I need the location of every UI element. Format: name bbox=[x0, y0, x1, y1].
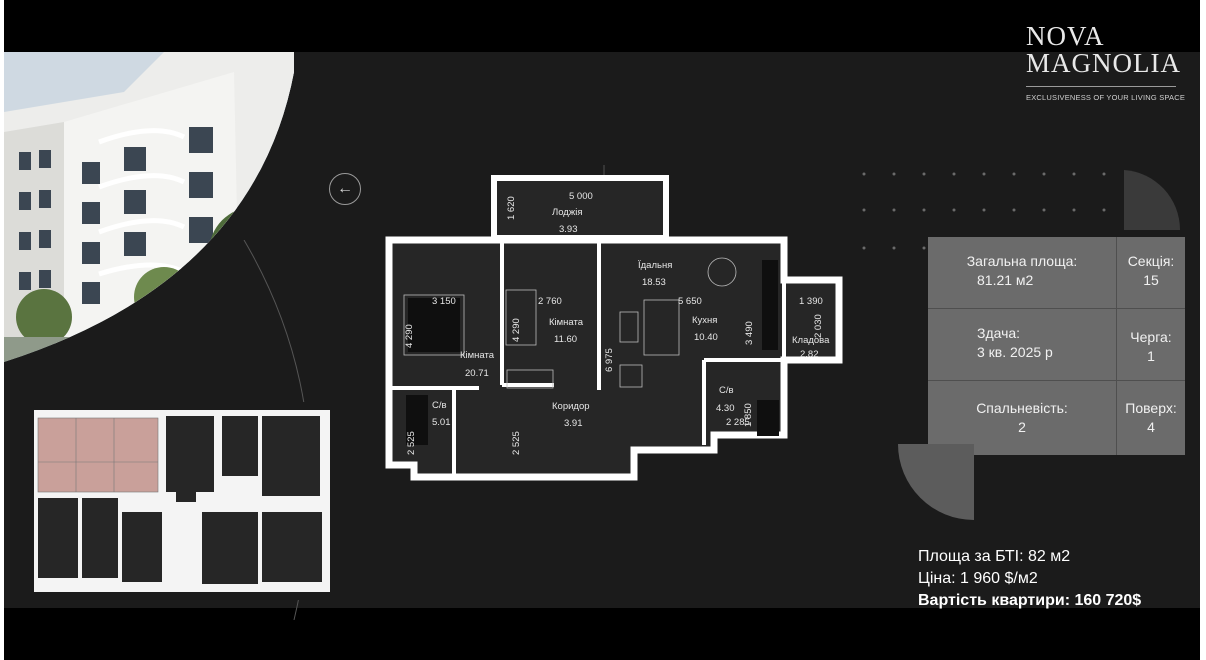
info-divider bbox=[1116, 237, 1117, 455]
presentation-slide: NOVA MAGNOLIA EXCLUSIVENESS OF YOUR LIVI… bbox=[4, 0, 1200, 660]
bedrooms-value: 2 bbox=[1018, 419, 1026, 435]
apartment-info-panel: Загальна площа: 81.21 м2 Секція: 15 Здач… bbox=[928, 237, 1185, 455]
bedrooms-cell: Спальневість: 2 bbox=[928, 399, 1116, 437]
section-cell: Секція: 15 bbox=[1117, 252, 1185, 290]
room-dining-area: 18.53 bbox=[642, 277, 666, 288]
dim-hall-height: 6 975 bbox=[604, 348, 615, 372]
queue-label: Черга: bbox=[1130, 329, 1172, 345]
room-loggia-area: 3.93 bbox=[559, 224, 578, 235]
room-pantry-area: 2.82 bbox=[800, 349, 819, 360]
room-bedroom1-area: 20.71 bbox=[465, 368, 489, 379]
dim-room2-height: 4 290 bbox=[511, 318, 522, 342]
floor-label: Поверх: bbox=[1125, 400, 1177, 416]
building-photo bbox=[4, 52, 294, 362]
room-loggia-name: Лоджія bbox=[552, 207, 582, 218]
room-bath2-area: 4.30 bbox=[716, 403, 735, 414]
bedrooms-label: Спальневість: bbox=[976, 400, 1068, 416]
bti-area-text: Площа за БТІ: 82 м2 bbox=[918, 548, 1071, 565]
dim-pantry-height: 2 030 bbox=[813, 314, 824, 338]
info-divider bbox=[928, 308, 1185, 309]
brand-logo: NOVA MAGNOLIA EXCLUSIVENESS OF YOUR LIVI… bbox=[1026, 22, 1186, 102]
back-button[interactable]: ← bbox=[329, 173, 361, 205]
top-letterbox bbox=[4, 0, 1200, 52]
room-pantry-name: Кладова bbox=[792, 335, 830, 346]
floor-cell: Поверх: 4 bbox=[1117, 399, 1185, 437]
queue-cell: Черга: 1 bbox=[1117, 328, 1185, 366]
room-corridor-area: 3.91 bbox=[564, 418, 583, 429]
room-bedroom1-name: Кімната bbox=[460, 350, 495, 361]
room-bedroom2-area: 11.60 bbox=[554, 334, 577, 345]
handover-value: 3 кв. 2025 р bbox=[977, 344, 1053, 360]
dim-room2-width: 2 760 bbox=[538, 296, 562, 307]
dim-bath2-width: 2 285 bbox=[726, 417, 750, 428]
handover-label: Здача: bbox=[977, 325, 1021, 341]
room-dining-name: Їдальня bbox=[638, 260, 672, 271]
dim-corridor-height: 2 525 bbox=[511, 431, 522, 455]
dim-pantry-width: 1 390 bbox=[799, 296, 823, 307]
total-area-label: Загальна площа: bbox=[966, 253, 1078, 269]
price-summary: Площа за БТІ: 82 м2 Ціна: 1 960 $/м2 Вар… bbox=[918, 546, 1141, 612]
room-kitchen-area: 10.40 bbox=[694, 332, 718, 343]
brand-name-line2: MAGNOLIA bbox=[1026, 48, 1181, 78]
dim-bath2-height: 1 850 bbox=[743, 403, 754, 427]
dim-loggia-height: 1 620 bbox=[506, 196, 517, 220]
room-corridor-name: Коридор bbox=[552, 401, 590, 412]
brand-tagline: EXCLUSIVENESS OF YOUR LIVING SPACE bbox=[1026, 93, 1186, 102]
floor-key-plan bbox=[26, 402, 330, 600]
floor-value: 4 bbox=[1147, 419, 1155, 435]
dim-bath1-height: 2 525 bbox=[406, 431, 417, 455]
room-bath1-name: С/в bbox=[432, 400, 447, 411]
total-cost-text: Вартість квартири: 160 720$ bbox=[918, 592, 1142, 609]
arrow-left-icon: ← bbox=[337, 180, 353, 197]
dim-dining-width: 5 650 bbox=[678, 296, 702, 307]
room-kitchen-name: Кухня bbox=[692, 315, 717, 326]
total-area-cell: Загальна площа: 81.21 м2 bbox=[928, 252, 1116, 290]
dim-loggia-width: 5 000 bbox=[569, 191, 593, 202]
dot-grid-decoration bbox=[862, 170, 1180, 250]
bottom-letterbox bbox=[4, 608, 1200, 660]
apartment-floor-plan: 5 000 1 620 Лоджія 3.93 3 150 4 290 Кімн… bbox=[385, 165, 843, 481]
section-value: 15 bbox=[1143, 272, 1159, 288]
dim-room1-width: 3 150 bbox=[432, 296, 456, 307]
room-bath1-area: 5.01 bbox=[432, 417, 451, 428]
section-label: Секція: bbox=[1127, 253, 1175, 269]
total-area-value: 81.21 м2 bbox=[977, 272, 1034, 288]
brand-name-line1: NOVA bbox=[1026, 21, 1105, 51]
dim-room1-height: 4 290 bbox=[404, 324, 415, 348]
dim-kitchen-height: 3 490 bbox=[744, 321, 755, 345]
info-divider bbox=[928, 380, 1185, 381]
price-per-m2-text: Ціна: 1 960 $/м2 bbox=[918, 570, 1038, 587]
brand-divider bbox=[1026, 86, 1176, 87]
queue-value: 1 bbox=[1147, 348, 1155, 364]
room-bath2-name: С/в bbox=[719, 385, 734, 396]
room-bedroom2-name: Кімната bbox=[549, 317, 584, 328]
handover-cell: Здача: 3 кв. 2025 р bbox=[977, 324, 1053, 362]
corner-decoration bbox=[898, 444, 974, 520]
